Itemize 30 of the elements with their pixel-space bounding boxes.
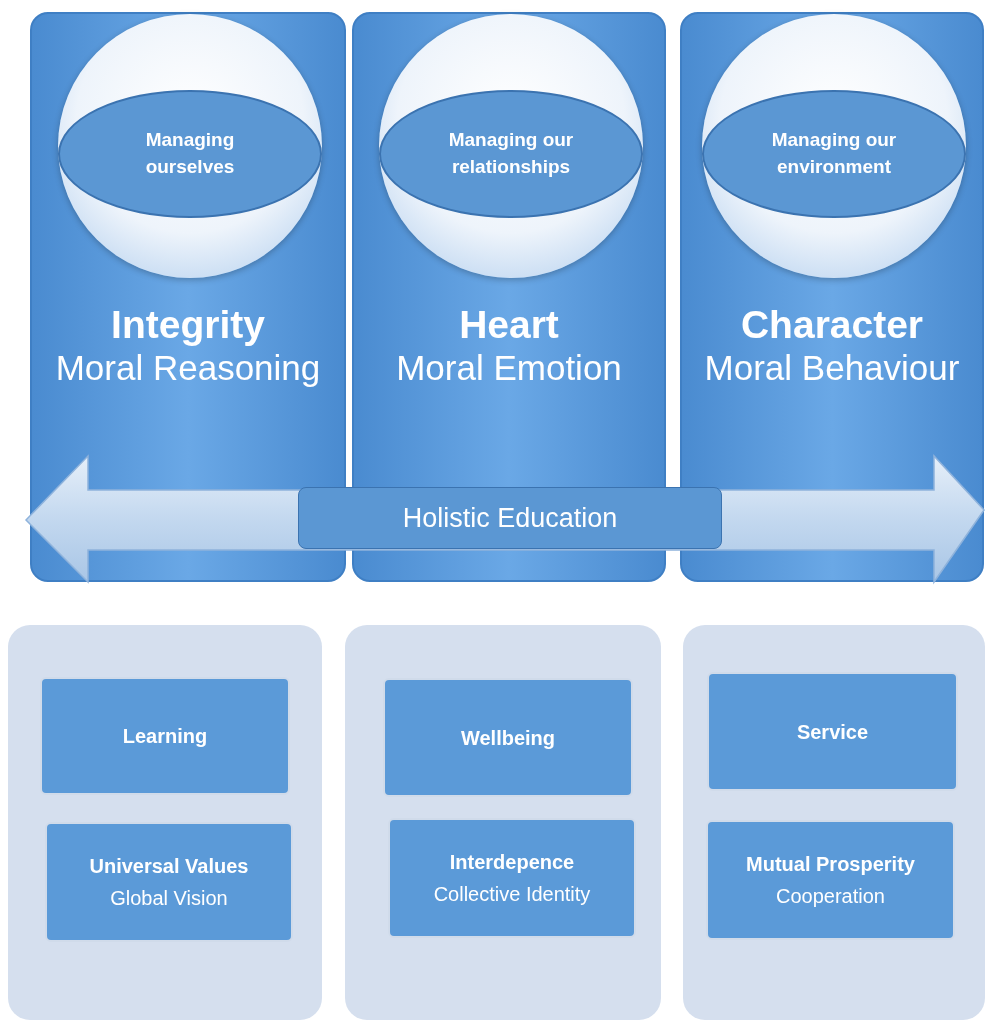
pillar-subtitle: Moral Behaviour [703, 346, 961, 389]
oval-text: Managing our environment [770, 128, 898, 179]
box-title: Service [796, 719, 869, 745]
group-panel [683, 625, 985, 1020]
band-box [298, 487, 722, 549]
value-box [40, 677, 290, 795]
pillar-subtitle: Moral Emotion [395, 346, 623, 389]
group-panel [345, 625, 661, 1020]
box-subtitle: Global Vision [110, 886, 228, 911]
value-box [707, 672, 958, 791]
pillar-subtitle: Moral Reasoning [54, 346, 322, 389]
value-box [388, 818, 636, 938]
box-title: Interdepence [449, 850, 575, 875]
group-panel [8, 625, 322, 1020]
oval-text: Managing our relationships [447, 128, 575, 179]
pillar-title: Integrity [111, 304, 265, 347]
box-title: Learning [122, 724, 208, 749]
pillar-column [352, 12, 666, 582]
value-box [45, 822, 293, 942]
oval-text: Managing ourselves [144, 128, 236, 179]
box-title: Universal Values [89, 854, 249, 879]
box-subtitle: Collective Identity [433, 882, 591, 907]
value-box [706, 820, 955, 940]
box-title: Wellbeing [460, 725, 556, 751]
pillar-title: Character [740, 304, 924, 347]
box-title: Mutual Prosperity [746, 852, 915, 877]
pillar-title: Heart [459, 304, 559, 347]
box-subtitle: Cooperation [776, 884, 885, 909]
value-box [383, 678, 633, 797]
band-text: Holistic Education [402, 502, 618, 534]
